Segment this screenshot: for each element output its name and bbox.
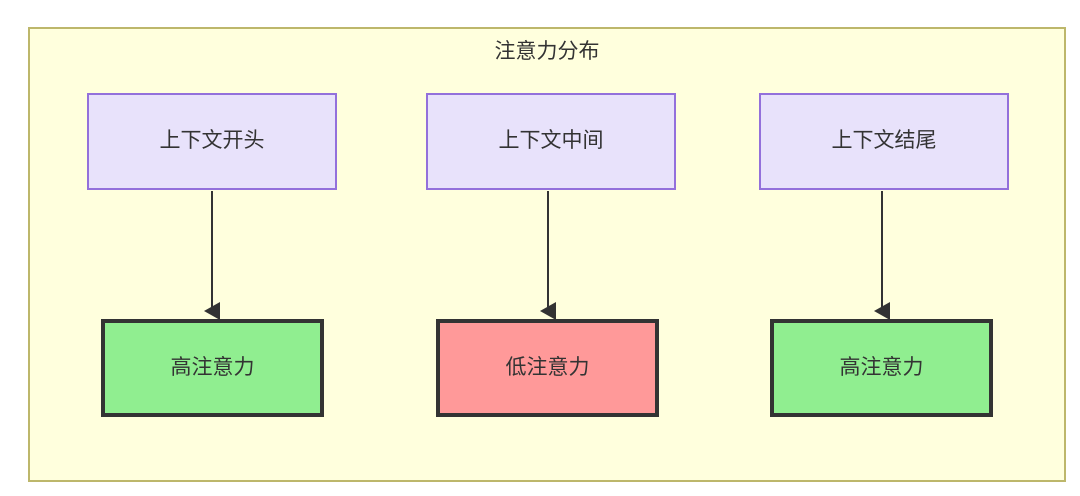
node-context-end-label: 上下文结尾 — [831, 129, 937, 153]
node-attention-end-label: 高注意力 — [839, 355, 924, 379]
node-attention-middle[interactable]: 低注意力 — [436, 319, 659, 417]
node-attention-middle-label: 低注意力 — [505, 355, 590, 379]
node-context-middle[interactable]: 上下文中间 — [426, 93, 676, 190]
node-context-start-label: 上下文开头 — [159, 129, 265, 153]
subgraph-title: 注意力分布 — [494, 40, 600, 63]
node-attention-start[interactable]: 高注意力 — [101, 319, 324, 417]
node-attention-end[interactable]: 高注意力 — [770, 319, 993, 417]
node-context-end[interactable]: 上下文结尾 — [759, 93, 1009, 190]
node-context-middle-label: 上下文中间 — [498, 129, 604, 153]
node-context-start[interactable]: 上下文开头 — [87, 93, 337, 190]
node-attention-start-label: 高注意力 — [170, 355, 255, 379]
